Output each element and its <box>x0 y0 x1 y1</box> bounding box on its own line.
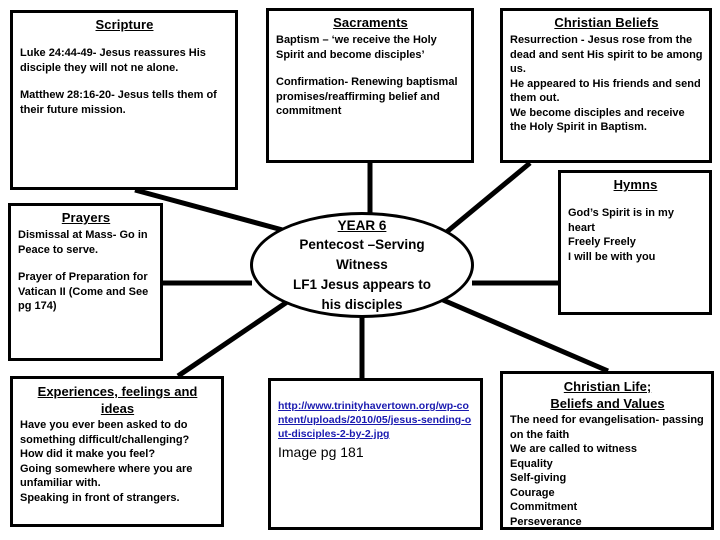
node-christian-beliefs-line-1: Resurrection - Jesus rose from the dead … <box>510 34 703 75</box>
node-christian-beliefs-line-2: He appeared to His friends and send them… <box>510 77 701 105</box>
center-topic-line-1: Pentecost –Serving <box>299 236 425 252</box>
node-hymns-line-1: God’s Spirit is in my heart <box>568 207 674 234</box>
node-prayers-body: Dismissal at Mass- Go in Peace to serve.… <box>18 228 154 314</box>
node-christian-life-line-2: We are called to witness <box>510 443 637 455</box>
node-experiences-line-2: How did it make you feel? <box>20 448 156 460</box>
node-experiences-line-4: Speaking in front of strangers. <box>20 491 180 504</box>
node-christian-beliefs-line-3: We become disciples and receive the Holy… <box>510 106 685 134</box>
node-prayers-title: Prayers <box>61 210 111 225</box>
node-experiences-title-line-1: Experiences, feelings and <box>37 384 198 399</box>
center-topic-line-4: his disciples <box>321 296 403 312</box>
node-christian-life-title-line-2: Beliefs and Values <box>550 396 665 411</box>
node-hymns-line-2: Freely Freely <box>568 236 636 248</box>
node-scripture-line-1: Luke 24:44-49- Jesus reassures His disci… <box>20 47 206 74</box>
node-scripture[interactable]: Scripture Luke 24:44-49- Jesus reassures… <box>10 10 238 190</box>
node-experiences-body: Have you ever been asked to do something… <box>20 418 215 505</box>
node-christian-life[interactable]: Christian Life; Beliefs and Values The n… <box>500 371 714 530</box>
node-christian-life-line-5: Courage <box>510 486 555 499</box>
node-sacraments-title: Sacraments <box>333 15 408 30</box>
node-experiences-title: Experiences, feelings and ideas <box>20 383 215 417</box>
image-source-caption: Image pg 181 <box>278 444 364 460</box>
center-topic-title: YEAR 6 <box>337 217 387 233</box>
connector-scripture <box>134 187 291 235</box>
node-scripture-title: Scripture <box>95 17 154 32</box>
connector-beliefs <box>441 161 532 237</box>
node-christian-life-line-1: The need for evangelisation- passing on … <box>510 414 704 441</box>
node-experiences-title-line-2: ideas <box>100 401 135 416</box>
node-hymns-title: Hymns <box>613 177 658 192</box>
node-christian-life-line-3: Equality <box>510 457 553 470</box>
node-experiences-feelings-ideas[interactable]: Experiences, feelings and ideas Have you… <box>10 376 224 527</box>
node-christian-beliefs[interactable]: Christian Beliefs Resurrection - Jesus r… <box>500 8 712 163</box>
node-christian-life-body: The need for evangelisation- passing on … <box>510 413 705 528</box>
node-center-topic[interactable]: YEAR 6 Pentecost –Serving Witness LF1 Je… <box>250 212 474 318</box>
node-prayers-line-2: Prayer of Preparation for Vatican II (Co… <box>18 271 149 312</box>
node-experiences-line-1: Have you ever been asked to do something… <box>20 419 190 446</box>
node-christian-life-title-line-1: Christian Life; <box>563 379 652 394</box>
node-christian-life-title: Christian Life; Beliefs and Values <box>510 378 705 412</box>
node-sacraments-line-2: Confirmation- Renewing baptismal promise… <box>276 76 458 117</box>
node-christian-beliefs-body: Resurrection - Jesus rose from the dead … <box>510 33 703 135</box>
center-topic-line-2: Witness <box>336 256 388 272</box>
node-scripture-body: Luke 24:44-49- Jesus reassures His disci… <box>20 46 229 117</box>
node-christian-beliefs-title: Christian Beliefs <box>554 15 659 30</box>
connector-experiences <box>176 297 292 379</box>
node-hymns-line-3: I will be with you <box>568 250 656 263</box>
node-sacraments[interactable]: Sacraments Baptism – ‘we receive the Hol… <box>266 8 474 163</box>
node-prayers-line-1: Dismissal at Mass- Go in Peace to serve. <box>18 229 148 256</box>
node-hymns[interactable]: Hymns God’s Spirit is in my heart Freely… <box>558 170 712 315</box>
node-christian-life-line-6: Commitment <box>510 501 578 513</box>
connector-christian-life <box>442 297 609 374</box>
node-image-source[interactable]: http://www.trinityhavertown.org/wp-conte… <box>268 378 483 530</box>
node-christian-life-line-7: Perseverance <box>510 515 582 528</box>
image-source-url[interactable]: http://www.trinityhavertown.org/wp-conte… <box>278 400 472 440</box>
node-prayers[interactable]: Prayers Dismissal at Mass- Go in Peace t… <box>8 203 163 361</box>
node-hymns-body: God’s Spirit is in my heart Freely Freel… <box>568 206 703 264</box>
node-sacraments-body: Baptism – ‘we receive the Holy Spirit an… <box>276 33 465 119</box>
node-sacraments-line-1: Baptism – ‘we receive the Holy Spirit an… <box>276 34 437 61</box>
node-scripture-line-2: Matthew 28:16-20- Jesus tells them of th… <box>20 89 217 116</box>
node-experiences-line-3: Going somewhere where you are unfamiliar… <box>20 462 193 490</box>
node-christian-life-line-4: Self-giving <box>510 472 567 484</box>
center-topic-line-3: LF1 Jesus appears to <box>292 276 432 292</box>
